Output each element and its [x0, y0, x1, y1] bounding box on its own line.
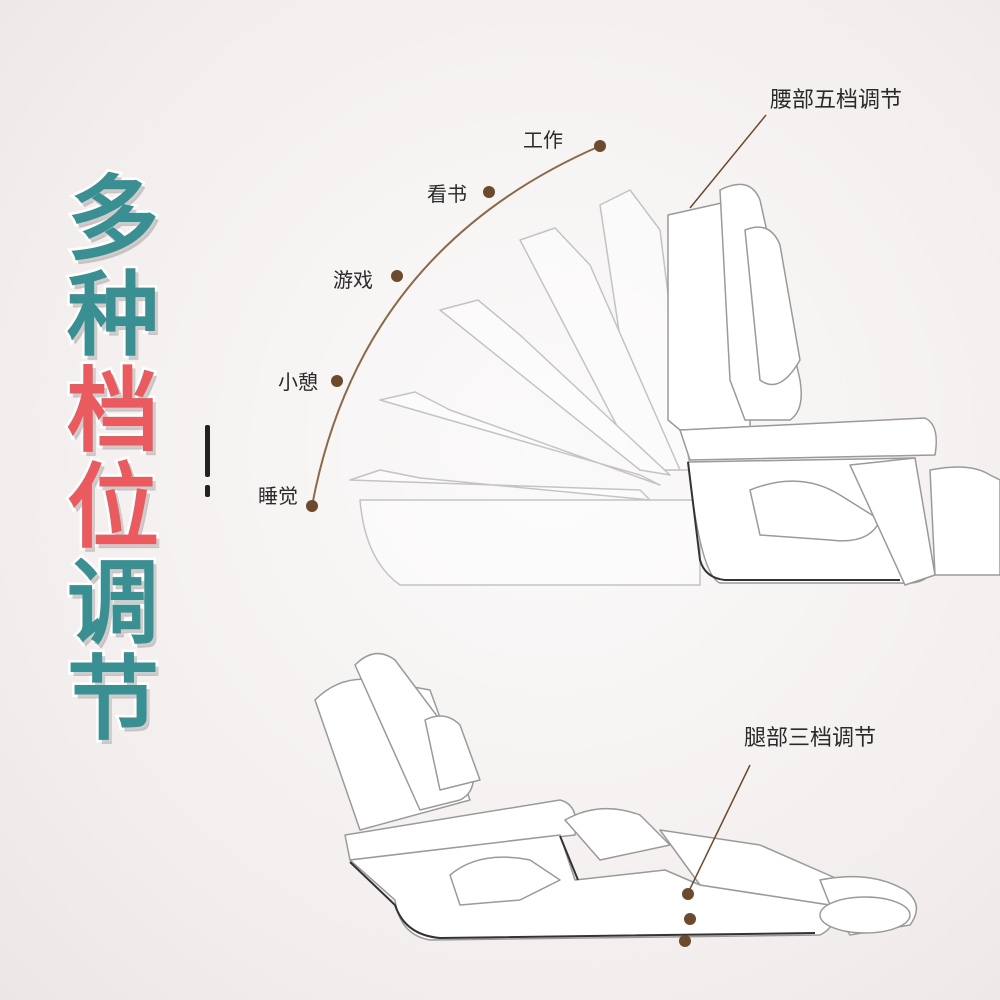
- waist-callout: 腰部五档调节: [770, 88, 903, 113]
- waist-leader: [689, 114, 767, 209]
- reclined-chair: [314, 652, 918, 941]
- arc-dot: [331, 375, 343, 387]
- recline-ghost: [359, 499, 701, 586]
- leg-dot: [684, 913, 696, 925]
- recline-ghost: [379, 391, 661, 486]
- position-label-work: 工作: [523, 128, 563, 152]
- headline-char: 位: [64, 454, 161, 561]
- recline-arc: [311, 145, 601, 507]
- leg-callout: 腿部三档调节: [744, 726, 877, 751]
- headline-char: 档: [64, 358, 161, 465]
- leg-dot: [679, 935, 691, 947]
- headline-char: 节: [64, 646, 161, 753]
- arc-dot: [594, 140, 606, 152]
- divider-mark: [205, 425, 210, 477]
- headline-char: 调: [64, 550, 161, 657]
- arc-dot: [483, 186, 495, 198]
- divider-mark: [205, 485, 210, 497]
- arc-dot: [306, 500, 318, 512]
- headline: 多 种 档 位 调 节: [58, 166, 168, 753]
- headline-char: 多: [64, 166, 161, 273]
- headline-char: 种: [64, 262, 161, 369]
- leg-dot: [682, 888, 694, 900]
- recline-ghost: [349, 469, 651, 501]
- upright-chair: [667, 183, 1000, 586]
- position-label-sleep: 睡觉: [258, 484, 298, 508]
- leg-leader: [687, 764, 751, 894]
- position-label-read: 看书: [427, 182, 467, 206]
- arc-dot: [391, 270, 403, 282]
- position-label-game: 游戏: [333, 268, 373, 292]
- recline-ghost: [439, 299, 671, 476]
- position-label-nap: 小憩: [278, 370, 318, 394]
- recline-ghost: [519, 227, 681, 471]
